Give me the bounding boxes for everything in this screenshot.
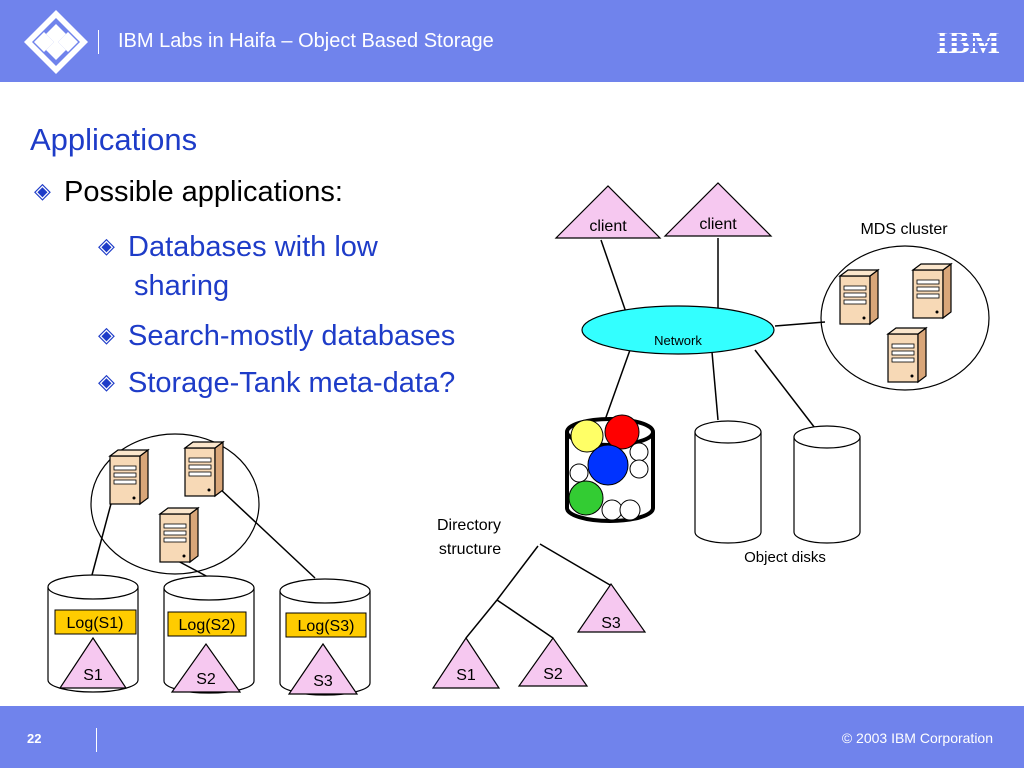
server-icon xyxy=(184,441,224,497)
object-disk xyxy=(793,425,861,544)
server-icon xyxy=(159,507,199,563)
sub-bullet-text: Databases with low xyxy=(128,231,378,263)
diamond-bullet-icon: ◈ xyxy=(34,178,51,203)
disk-s3: Log(S3) S3 xyxy=(279,578,371,696)
sub-bullet-text: Search-mostly databases xyxy=(128,320,456,352)
network-node: Network xyxy=(581,305,775,355)
directory-label-line2: structure xyxy=(439,541,501,558)
diamond-bullet-icon: ◈ xyxy=(98,369,115,394)
disk-s1: Log(S1) S1 xyxy=(47,574,139,693)
tree-node-label: S2 xyxy=(543,666,563,683)
sub-bullet-text: Storage-Tank meta-data? xyxy=(128,367,456,399)
server-icon xyxy=(912,263,952,319)
directory-tree-lines xyxy=(465,543,611,639)
page-title: Applications xyxy=(30,122,198,157)
sub-bullet-databases-cont: sharing xyxy=(134,266,229,306)
tree-node-label: S3 xyxy=(601,615,621,632)
page-number: 22 xyxy=(27,731,42,746)
disk-label: S3 xyxy=(313,673,333,690)
ibm-logo-icon: IBM xyxy=(932,26,1004,58)
header-bar: IBM Labs in Haifa – Object Based Storage… xyxy=(0,0,1024,82)
client-label: client xyxy=(699,216,737,233)
sub-bullet-text: sharing xyxy=(134,270,230,302)
log-label: Log(S1) xyxy=(67,615,124,632)
server-icon xyxy=(109,449,149,505)
client-label: client xyxy=(589,218,627,235)
tree-node-label: S1 xyxy=(456,667,476,684)
sub-bullet-databases: ◈ Databases with low xyxy=(98,226,378,267)
log-label: Log(S3) xyxy=(298,618,355,635)
local-server-cluster xyxy=(90,433,260,575)
tree-node-s1: S1 xyxy=(431,636,501,689)
mds-cluster: MDS cluster xyxy=(820,221,990,391)
ibm-haifa-diamond-logo-icon xyxy=(24,10,88,74)
footer-bar: 22 © 2003 IBM Corporation xyxy=(0,706,1024,768)
client-node-2: client xyxy=(663,182,773,237)
header-title: IBM Labs in Haifa – Object Based Storage xyxy=(118,30,494,52)
network-links xyxy=(600,238,826,433)
copyright-text: © 2003 IBM Corporation xyxy=(841,730,993,746)
server-icon xyxy=(839,269,879,325)
directory-label-line1: Directory xyxy=(437,517,501,534)
tree-node-s3: S3 xyxy=(576,582,647,633)
client-node-1: client xyxy=(554,185,662,239)
tree-node-s2: S2 xyxy=(517,636,589,687)
diamond-bullet-icon: ◈ xyxy=(98,322,115,347)
sub-bullet-storage-tank: ◈ Storage-Tank meta-data? xyxy=(98,362,455,403)
diamond-bullet-icon: ◈ xyxy=(98,233,115,258)
disk-label: S2 xyxy=(196,671,216,688)
header-divider xyxy=(98,30,99,54)
disk-s2: Log(S2) S2 xyxy=(163,575,255,694)
object-disk xyxy=(694,420,762,544)
object-disk-with-objects xyxy=(565,414,655,523)
network-label: Network xyxy=(654,333,702,348)
disk-label: S1 xyxy=(83,667,103,684)
bullet-text: Possible applications: xyxy=(64,176,343,208)
sub-bullet-search: ◈ Search-mostly databases xyxy=(98,315,455,356)
bullet-possible-applications: ◈ Possible applications: xyxy=(34,176,343,209)
cluster-links xyxy=(91,486,316,579)
object-disks-label: Object disks xyxy=(744,549,826,566)
server-icon xyxy=(887,327,927,383)
footer-divider xyxy=(96,728,97,752)
log-label: Log(S2) xyxy=(179,617,236,634)
mds-cluster-label: MDS cluster xyxy=(860,221,948,238)
